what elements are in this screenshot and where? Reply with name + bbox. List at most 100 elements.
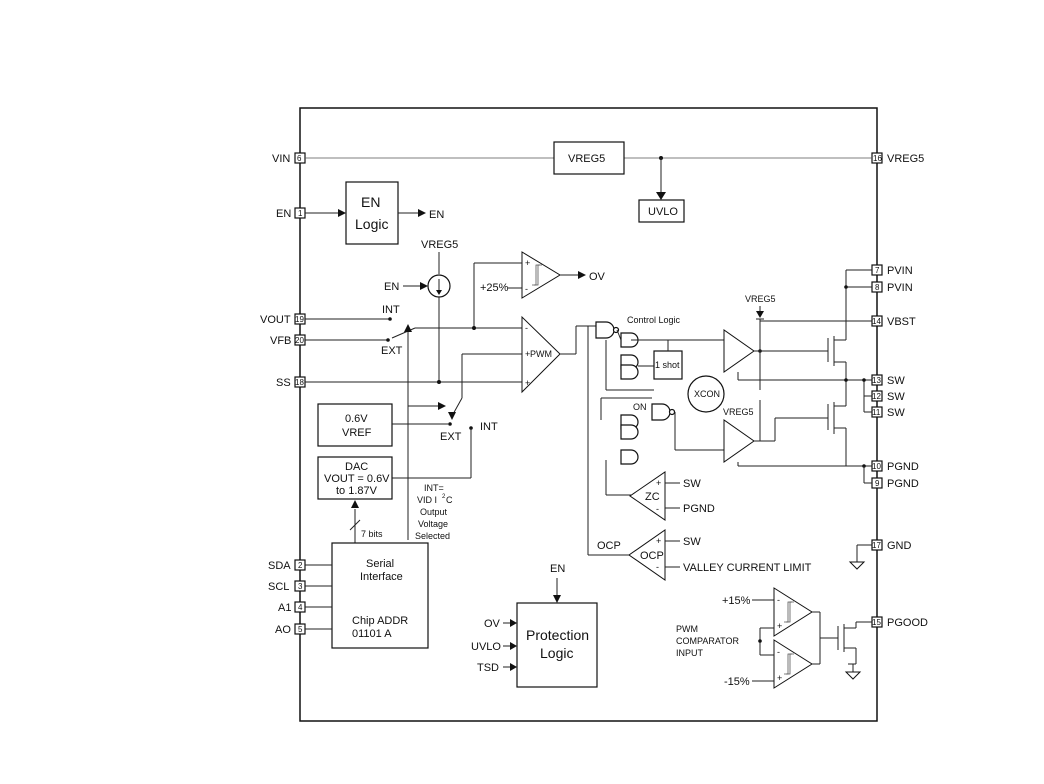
serial-interface-block (331, 542, 429, 649)
int-note-4: Voltage (418, 519, 448, 529)
pgood-mosfet-icon (837, 622, 857, 664)
pin-a1-num: 4 (298, 603, 303, 612)
pin-pgnd-9[interactable]: 9 PGND (871, 477, 919, 490)
pin-ao[interactable]: AO 5 (275, 623, 306, 636)
pin-sw-11[interactable]: 11 SW (871, 406, 905, 419)
uvlo-block (638, 199, 685, 223)
minus-15-label: -15% (724, 676, 750, 688)
pin-vin-label: VIN (272, 153, 290, 165)
ocp-comparator (628, 529, 666, 581)
dac-label-3: to 1.87V (336, 485, 378, 497)
pin-a1[interactable]: A1 4 (278, 601, 306, 614)
protection-label-1: Protection (526, 627, 589, 643)
vreg5-hs-label: VREG5 (745, 294, 776, 304)
one-shot-label: 1 shot (655, 360, 680, 370)
pin-pvin-7-num: 7 (875, 266, 880, 275)
int-note-3: Output (420, 507, 448, 517)
on-label: ON (633, 402, 647, 412)
pin-pgnd-10-num: 10 (872, 462, 881, 471)
seven-bits-label: 7 bits (361, 529, 383, 539)
vref-block (317, 403, 393, 447)
pin-vbst[interactable]: 14 VBST (871, 315, 916, 328)
protection-en-label: EN (550, 563, 565, 575)
ov-cmp-minus: - (525, 284, 528, 294)
en-logic-label-2: Logic (355, 216, 388, 232)
pin-sw-12[interactable]: 12 SW (871, 390, 905, 403)
zc-comparator (629, 471, 666, 521)
plus-25-label: +25% (480, 282, 509, 294)
zc-sw-label: SW (683, 478, 701, 490)
pin-vin[interactable]: VIN 6 (272, 152, 306, 165)
pin-gnd[interactable]: 17 GND (871, 539, 912, 552)
pin-vout[interactable]: VOUT 19 (260, 313, 306, 326)
pin-sw-13-num: 13 (872, 376, 881, 385)
ov-output-label: OV (589, 271, 606, 283)
pg-lo-minus: - (777, 647, 780, 657)
serial-label-1: Serial (366, 558, 394, 570)
pin-pvin-7[interactable]: 7 PVIN (871, 264, 913, 277)
pin-ao-label: AO (275, 624, 291, 636)
pin-pgood-label: PGOOD (887, 617, 928, 629)
en-output-label: EN (429, 209, 444, 221)
zc-cmp-minus: - (656, 504, 659, 514)
pin-pgnd-9-num: 9 (875, 479, 880, 488)
pin-pgnd-10[interactable]: 10 PGND (871, 460, 919, 473)
dac-label-2: VOUT = 0.6V (324, 473, 390, 485)
pin-vout-num: 19 (295, 315, 304, 324)
pin-scl[interactable]: SCL 3 (268, 580, 306, 593)
chip-addr-label-2: 01101 A (352, 628, 392, 640)
diode-icon (756, 311, 764, 318)
ground-icon (848, 561, 866, 570)
pin-sda[interactable]: SDA 2 (268, 559, 306, 572)
pin-pgood-num: 15 (872, 618, 881, 627)
pin-pgood[interactable]: 15 PGOOD (871, 616, 928, 629)
xcon-block (687, 375, 725, 413)
pin-en-num: 1 (298, 209, 303, 218)
pin-vfb-label: VFB (270, 335, 291, 347)
protection-uvlo-label: UVLO (471, 641, 501, 653)
pin-pvin-8-num: 8 (875, 283, 880, 292)
pin-vfb[interactable]: VFB 20 (270, 334, 306, 347)
ov-comparator (521, 251, 561, 299)
pin-scl-num: 3 (298, 582, 303, 591)
int-top-label: INT (382, 304, 400, 316)
dac-label-1: DAC (345, 461, 368, 473)
ov-cmp-plus: + (525, 258, 530, 268)
pg-up-plus: + (777, 621, 782, 631)
pin-ss-num: 18 (295, 378, 304, 387)
latch-gate-1 (620, 332, 639, 348)
pin-sw-11-num: 11 (872, 408, 881, 417)
zc-pgnd-label: PGND (683, 503, 715, 515)
current-source-en-label: EN (384, 281, 399, 293)
serial-label-2: Interface (360, 571, 403, 583)
low-side-mosfet-icon (827, 380, 847, 466)
pin-ss[interactable]: SS 18 (276, 376, 306, 389)
pin-vfb-num: 20 (295, 336, 304, 345)
ocp-left-label: OCP (597, 540, 621, 552)
pin-vreg5[interactable]: 16 VREG5 (871, 152, 924, 165)
ocp-sw-label: SW (683, 536, 701, 548)
pin-sw-13[interactable]: 13 SW (871, 374, 905, 387)
pin-pgnd-10-label: PGND (887, 461, 919, 473)
and-gate-1 (595, 321, 615, 339)
pin-pgnd-9-label: PGND (887, 478, 919, 490)
protection-logic-block (516, 602, 598, 688)
latch-gate-3 (620, 364, 639, 380)
zc-label: ZC (645, 491, 660, 503)
pin-en[interactable]: EN 1 (276, 207, 306, 220)
pin-pvin-8[interactable]: 8 PVIN (871, 281, 913, 294)
pin-pvin-8-label: PVIN (887, 282, 913, 294)
plus-15-label: +15% (722, 595, 751, 607)
control-logic-label: Control Logic (627, 315, 681, 325)
int-note-2-tail: C (446, 495, 453, 505)
pin-ss-label: SS (276, 377, 291, 389)
pin-sw-13-label: SW (887, 375, 905, 387)
pwm-cmp-input-label-3: INPUT (676, 648, 704, 658)
pin-sda-num: 2 (298, 561, 303, 570)
int-note-5: Selected (415, 531, 450, 541)
pin-vbst-num: 14 (872, 317, 881, 326)
int-note-1: INT= (424, 483, 444, 493)
pwm-cmp-minus: - (525, 323, 528, 333)
zc-cmp-plus: + (656, 478, 661, 488)
pin-vin-num: 6 (297, 154, 302, 163)
